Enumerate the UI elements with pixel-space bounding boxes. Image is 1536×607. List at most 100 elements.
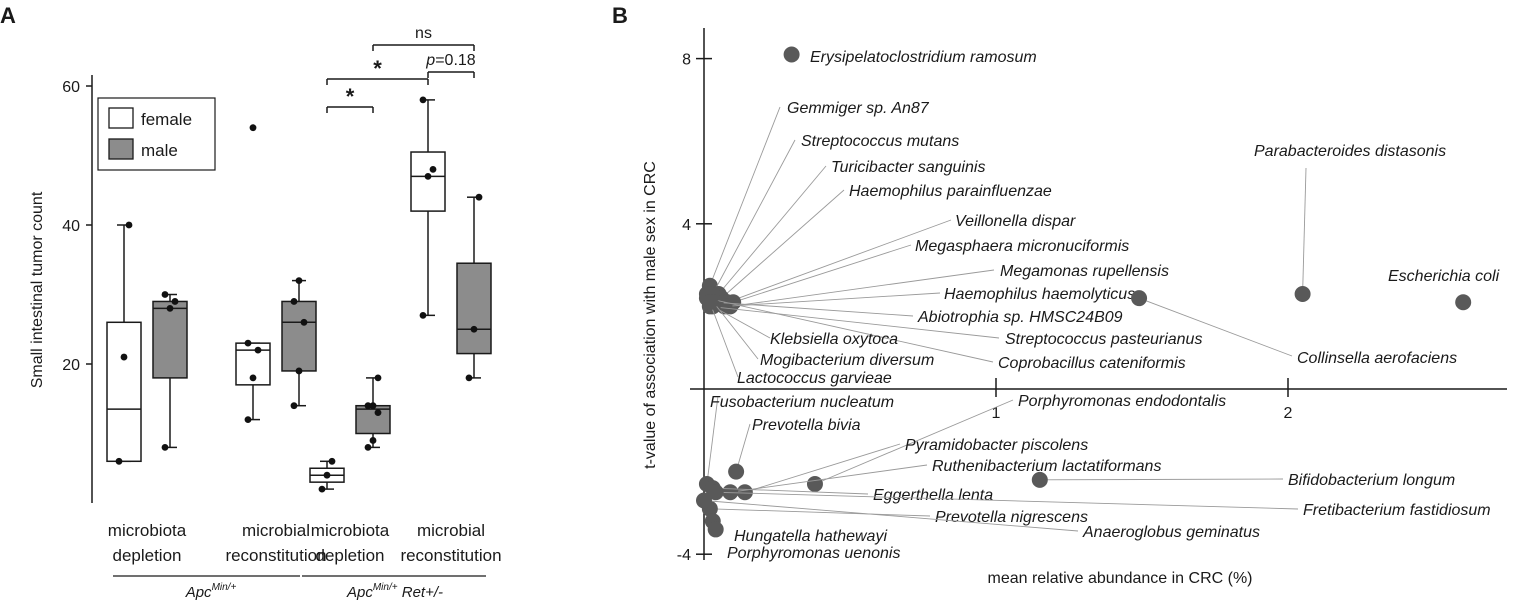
- data-point: [364, 402, 372, 410]
- genotype-b-suffix: Ret+/-: [398, 584, 443, 601]
- category-label-line2: depletion: [112, 546, 181, 565]
- species-label: Coprobacillus cateniformis: [998, 355, 1186, 372]
- species-label: Parabacteroides distasonis: [1254, 143, 1446, 160]
- data-point: [470, 325, 478, 333]
- legend-label-male: male: [141, 141, 178, 160]
- data-point: [244, 416, 252, 423]
- sig-label-2: *: [373, 56, 382, 81]
- y-tick-label: 60: [62, 79, 80, 96]
- panel-a-letter: A: [0, 3, 16, 28]
- label-connector-line: [718, 165, 827, 295]
- species-label: Anaeroglobus geminatus: [1082, 524, 1260, 541]
- box-2-female: [309, 457, 345, 493]
- legend: female male: [97, 97, 216, 171]
- box-rect: [456, 262, 492, 355]
- data-point: [374, 409, 382, 417]
- label-connector-line: [1138, 297, 1293, 357]
- label-connector-line: [703, 500, 1079, 532]
- category-label-line2: depletion: [315, 546, 384, 565]
- scatter-point-group: Lactococcus garvieae: [701, 294, 892, 387]
- label-connector-line: [744, 443, 901, 493]
- box-rect: [410, 151, 446, 212]
- panel-b-letter: B: [612, 3, 628, 28]
- box-3-male: [456, 193, 492, 382]
- data-point: [318, 485, 326, 493]
- scatter-point-group: Klebsiella oxytoca: [704, 298, 898, 348]
- species-label: Abiotrophia sp. HMSC24B09: [917, 309, 1123, 326]
- scatter-point: [1131, 290, 1148, 307]
- scatter-point-group: Fusobacterium nucleatum: [698, 394, 894, 492]
- scatter-point-group: Prevotella nigrescens: [701, 500, 1088, 526]
- data-point: [429, 166, 437, 173]
- scatter-point-group: Prevotella bivia: [728, 417, 861, 480]
- species-label: Streptococcus mutans: [801, 133, 959, 150]
- species-label: Megamonas rupellensis: [1000, 263, 1169, 280]
- box-0-female: [106, 221, 142, 465]
- scatter-point: [701, 294, 718, 311]
- sig-label-1: *: [346, 84, 355, 109]
- species-label: Porphyromonas uenonis: [727, 545, 900, 562]
- data-point: [369, 402, 377, 410]
- label-connector-line: [1039, 478, 1284, 481]
- species-label: Ruthenibacterium lactatiformans: [932, 458, 1161, 475]
- sig-label-4: p=0.18: [425, 52, 475, 69]
- species-label: Porphyromonas endodontalis: [1018, 393, 1226, 410]
- scatter-point-group: Porphyromonas uenonis: [707, 521, 900, 562]
- scatter-point: [736, 484, 753, 501]
- data-point: [115, 457, 123, 465]
- outlier-point: [249, 124, 257, 132]
- data-point: [424, 172, 432, 180]
- category-label-line1: microbiota: [311, 521, 390, 540]
- scatter-point: [707, 484, 724, 501]
- label-connector-line: [724, 292, 941, 307]
- label-connector-line: [706, 297, 994, 363]
- data-point: [295, 367, 303, 375]
- species-label: Haemophilus haemolyticus: [944, 286, 1135, 303]
- y-tick-label: 4: [682, 217, 691, 234]
- label-connector-line: [709, 302, 739, 378]
- label-connector-line: [712, 139, 796, 295]
- scatter-point-group: Escherichia coli: [1388, 268, 1500, 311]
- scatter-point-group: Collinsella aerofaciens: [1131, 290, 1457, 367]
- label-connector-line: [709, 305, 1000, 339]
- scatter-point: [806, 475, 823, 492]
- species-label: Eggerthella lenta: [873, 487, 993, 504]
- species-label: Prevotella bivia: [752, 417, 861, 434]
- label-connector-line: [709, 106, 781, 286]
- data-point: [166, 305, 174, 312]
- x-axis-title: mean relative abundance in CRC (%): [987, 570, 1252, 587]
- species-label: Erysipelatoclostridium ramosum: [810, 49, 1037, 66]
- scatter-point-group: Pyramidobacter piscolens: [736, 437, 1088, 501]
- box-1-female: [235, 124, 271, 423]
- category-label-line1: microbial: [242, 521, 310, 540]
- scatter-point: [707, 521, 724, 538]
- scatter-point: [1294, 286, 1311, 303]
- scatter-point: [728, 463, 745, 480]
- box-2-male: [355, 374, 391, 451]
- species-label: Turicibacter sanguinis: [831, 159, 985, 176]
- y-tick-label: -4: [677, 547, 691, 564]
- y-axis-title: t-value of association with male sex in …: [642, 161, 659, 469]
- species-label: Collinsella aerofaciens: [1297, 350, 1457, 367]
- category-label-line2: reconstitution: [225, 546, 326, 565]
- data-point: [300, 318, 308, 326]
- genotype-b-name: Apc: [346, 584, 373, 601]
- species-label: Pyramidobacter piscolens: [905, 437, 1088, 454]
- data-point: [120, 353, 128, 361]
- x-tick-label: 1: [992, 405, 1001, 422]
- box-rect: [281, 300, 317, 372]
- legend-label-female: female: [141, 110, 192, 129]
- data-point: [369, 437, 377, 444]
- data-point: [465, 374, 473, 382]
- scatter-point-group: Turicibacter sanguinis: [710, 159, 985, 303]
- genotype-a-sup: Min/+: [212, 582, 237, 593]
- label-connector-line: [730, 269, 995, 307]
- genotype-label-a: ApcMin/+: [185, 582, 237, 601]
- data-point: [161, 291, 169, 298]
- scatter-point: [783, 46, 800, 63]
- species-label: Bifidobacterium longum: [1288, 472, 1455, 489]
- box-0-male: [152, 291, 188, 451]
- scatter-point: [1455, 294, 1472, 311]
- label-connector-line: [709, 508, 931, 517]
